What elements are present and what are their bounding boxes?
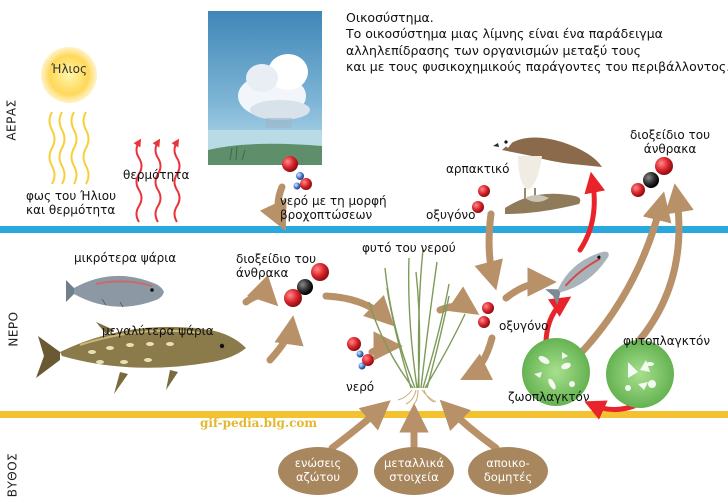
water-molecule-hydrogen-atom <box>362 354 374 366</box>
arrow-oxygen-to-bottom <box>460 334 496 380</box>
label-co2-water: διοξείδιο του άνθρακα <box>236 252 317 281</box>
zone-label-air: ΑΕΡΑΣ <box>4 99 19 141</box>
water-molecule-hydrogen-atom <box>300 178 312 190</box>
molecules-layer <box>282 156 673 370</box>
arrow-nitrogen-up <box>328 400 391 452</box>
arrow-plankton-to-co2 <box>634 183 694 346</box>
water-molecule-oxygen-atom <box>282 156 298 172</box>
water-molecule-oxygen-atom <box>347 337 361 351</box>
label-co2-air: διοξείδιο του άνθρακα <box>630 128 711 157</box>
label-big-fish: μεγαλύτερα ψάρια <box>102 324 214 338</box>
label-water: νερό <box>346 380 375 394</box>
source-label-nitrogen: ενώσεις αζώτου <box>294 456 342 484</box>
arrow-bigfish-to-co2 <box>266 315 304 364</box>
caption-title: Οικοσύστημα. <box>346 10 434 25</box>
water-plant-icon <box>368 249 466 405</box>
big-fish-icon <box>36 322 246 394</box>
sun-label: Ήλιος <box>51 62 87 76</box>
co2-molecule-oxygen-atom <box>284 289 302 307</box>
arrow-oxygen-air-down <box>474 210 503 291</box>
label-oxygen-water: οξυγόνο <box>499 319 549 333</box>
caption-line-1: Το οικοσύστημα μιας λίμνης είναι ένα παρ… <box>346 26 663 42</box>
zooplankton-icon <box>522 338 590 406</box>
caption-line-2: αλληλεπίδρασης των οργανισμών μεταξύ του… <box>346 42 641 58</box>
label-zooplankton: ζωοπλαγκτόν <box>508 390 590 404</box>
sun-icon <box>41 47 97 103</box>
small-fish-icon <box>66 275 164 308</box>
label-raptor: αρπακτικό <box>446 162 510 176</box>
water-molecule-hydrogen-atom <box>296 172 304 180</box>
heat-waves <box>133 138 181 223</box>
arrow-phyto-up <box>576 191 672 358</box>
arrow-oxygen-to-fish <box>502 267 557 302</box>
oxygen-molecule-atom <box>472 201 484 213</box>
oxygen-molecule-atom <box>478 316 490 328</box>
source-label-minerals: μεταλλικά στοιχεία <box>384 456 444 484</box>
oxygen-molecule-atom <box>482 302 494 314</box>
caption: Οικοσύστημα. Το οικοσύστημα μιας λίμνης … <box>346 10 728 75</box>
nitrogen-compounds-oval <box>278 447 358 495</box>
arrow-rain-down <box>259 183 287 231</box>
nutrient-sources <box>278 447 548 495</box>
source-label-decomposers: αποικο- δομητές <box>483 456 533 484</box>
label-heat: θερμότητα <box>123 168 190 182</box>
co2-molecule-carbon-atom <box>643 172 659 188</box>
label-small-fish: μικρότερα ψάρια <box>74 251 177 265</box>
arrow-fish-to-raptor <box>577 171 606 253</box>
lake-bottom-line <box>0 411 728 418</box>
sunlight-rays <box>48 111 90 185</box>
label-oxygen-air: οξυγόνο <box>426 208 476 222</box>
label-rain: νερό με τη μορφή βροχοπτώσεων <box>280 194 387 223</box>
minerals-oval <box>374 447 454 495</box>
raptor-bird-icon <box>493 136 602 214</box>
arrow-decomposers-up <box>439 399 500 452</box>
zone-label-bottom: ΒΥΘΟΣ <box>5 452 20 498</box>
arrow-fish-to-co2 <box>242 275 279 307</box>
watermark: gif-pedia.blg.com <box>200 416 318 430</box>
label-water-plant: φυτό του νερού <box>362 241 456 255</box>
phytoplankton-icon <box>606 340 674 408</box>
caption-line-3: και με τους φυσικοχημικούς παράγοντες το… <box>346 58 728 74</box>
co2-molecule-oxygen-atom <box>311 263 329 281</box>
water-molecule-hydrogen-atom <box>356 350 364 358</box>
oxygen-molecule-atom <box>478 185 490 197</box>
label-sunlight: φως του Ήλιου και θερμότητα <box>26 189 117 218</box>
decomposers-oval <box>468 447 548 495</box>
co2-molecule-carbon-atom <box>297 279 313 295</box>
co2-molecule-oxygen-atom <box>655 157 673 175</box>
rain-cloud-picture <box>208 11 322 165</box>
zone-label-water: ΝΕΡΟ <box>6 311 21 347</box>
arrow-zoo-to-fish <box>543 296 572 343</box>
arrows-layer <box>242 171 694 452</box>
arrow-co2-to-plant <box>322 292 395 327</box>
label-phytoplankton: φυτοπλαγκτόν <box>623 334 711 348</box>
co2-molecule-oxygen-atom <box>631 183 645 197</box>
water-molecule-hydrogen-atom <box>358 362 366 370</box>
water-molecule-hydrogen-atom <box>293 182 301 190</box>
arrow-phyto-to-zoo <box>584 400 637 420</box>
prey-fish-icon <box>545 251 609 305</box>
water-surface-line <box>0 226 728 233</box>
arrow-water-to-plant <box>368 331 403 361</box>
